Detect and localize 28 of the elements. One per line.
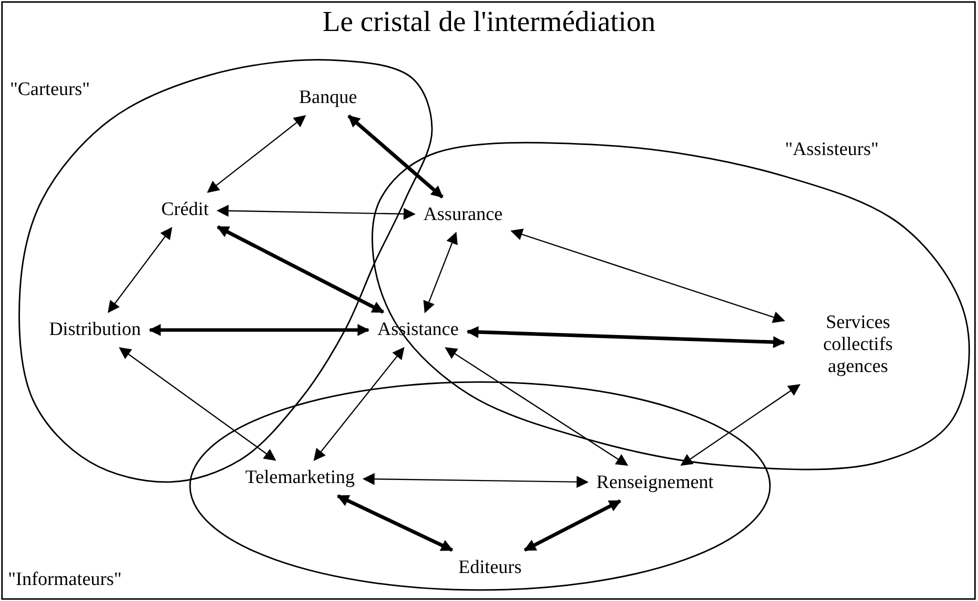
node-label: Distribution [46,318,144,342]
double-arrow [510,228,786,323]
double-arrow [348,114,444,198]
diagram-title: Le cristal de l'intermédiation [322,6,656,39]
double-arrow [466,326,786,348]
group-label: "Informateurs" [8,570,122,591]
node-label: Services collectifs agences [790,311,926,379]
double-arrow [314,346,404,462]
node-label: Renseignement [593,471,717,495]
node-label: Editeurs [455,556,525,580]
double-arrow [118,347,276,461]
double-arrow [423,232,458,314]
double-arrow [444,347,628,466]
group-label: "Carteurs" [10,80,90,101]
double-arrow [680,384,800,466]
group-label: "Assisteurs" [785,140,879,161]
double-arrow [206,115,306,193]
node-label: Assurance [420,203,506,227]
double-arrow [362,473,589,488]
double-arrow [216,204,416,220]
double-arrow [524,499,622,552]
double-arrow [108,226,172,314]
node-label: Telemarketing [242,466,358,490]
double-arrow [336,494,454,552]
double-arrow [216,225,384,314]
double-arrow [148,324,370,336]
node-label: Banque [296,86,360,110]
node-label: Crédit [158,198,212,222]
